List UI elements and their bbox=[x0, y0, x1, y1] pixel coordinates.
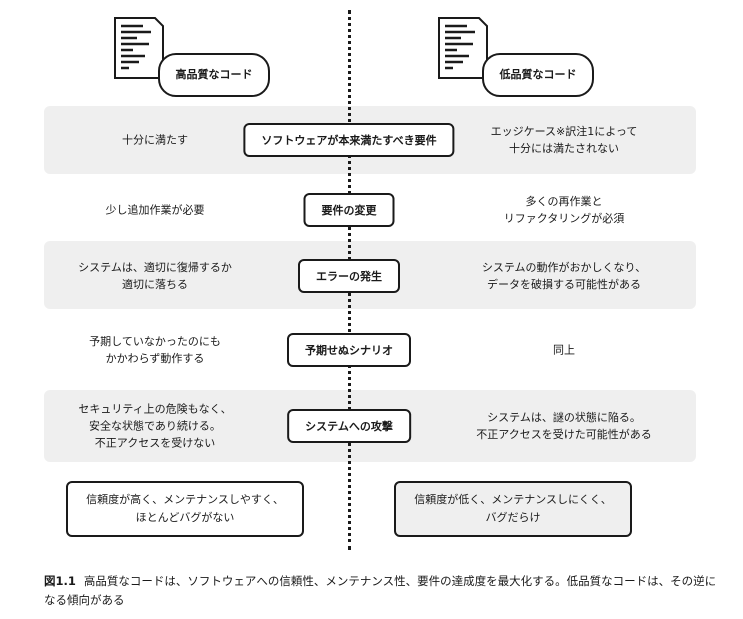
figure-number: 図1.1 bbox=[44, 574, 76, 588]
text-line: 信頼度が高く、メンテナンスしやすく、 bbox=[86, 493, 284, 506]
text-line: システムは、適切に復帰するか bbox=[78, 261, 232, 274]
center-label-error: エラーの発生 bbox=[298, 259, 400, 293]
high-quality-code-label: 高品質なコード bbox=[158, 53, 270, 97]
text-line: リファクタリングが必須 bbox=[503, 212, 625, 225]
text-line: 十分に満たす bbox=[122, 133, 188, 147]
right-text-row-3: システムの動作がおかしくなり、 データを破損する可能性がある bbox=[436, 259, 692, 293]
text-line: 十分には満たされない bbox=[509, 142, 619, 155]
right-text-row-5: システムは、謎の状態に陥る。 不正アクセスを受けた可能性がある bbox=[436, 409, 692, 443]
text-line: ほとんどバグがない bbox=[135, 511, 235, 524]
left-text-row-5: セキュリティ上の危険もなく、 安全な状態であり続ける。 不正アクセスを受けない bbox=[50, 401, 260, 452]
right-text-row-4: 同上 bbox=[436, 342, 692, 359]
text-line: データを破損する可能性がある bbox=[487, 278, 641, 291]
right-summary-box: 信頼度が低く、メンテナンスしにくく、 バグだらけ bbox=[394, 481, 632, 537]
left-text-row-1: 十分に満たす bbox=[50, 132, 260, 149]
text-line: 予期していなかったのにも bbox=[89, 335, 221, 348]
text-line: システムは、謎の状態に陥る。 bbox=[487, 411, 641, 424]
text-line: 安全な状態であり続ける。 bbox=[89, 419, 221, 433]
center-label-attack: システムへの攻撃 bbox=[287, 409, 411, 443]
text-line: バグだらけ bbox=[485, 511, 541, 524]
center-label-requirements: ソフトウェアが本来満たすべき要件 bbox=[243, 123, 455, 157]
text-line: 不正アクセスを受けた可能性がある bbox=[476, 428, 652, 441]
right-text-row-2: 多くの再作業と リファクタリングが必須 bbox=[436, 193, 692, 227]
text-line: セキュリティ上の危険もなく、 bbox=[78, 402, 232, 416]
left-text-row-4: 予期していなかったのにも かかわらず動作する bbox=[50, 333, 260, 367]
document-icon bbox=[438, 17, 488, 79]
left-summary-box: 信頼度が高く、メンテナンスしやすく、 ほとんどバグがない bbox=[66, 481, 304, 537]
text-line: 適切に落ちる bbox=[122, 278, 188, 291]
text-line: 多くの再作業と bbox=[525, 195, 603, 208]
caption-text: 高品質なコードは、ソフトウェアへの信頼性、メンテナンス性、要件の達成度を最大化す… bbox=[44, 574, 717, 607]
right-text-row-1: エッジケース※訳注1によって 十分には満たされない bbox=[436, 123, 692, 157]
center-label-unexpected-scenario: 予期せぬシナリオ bbox=[287, 333, 411, 367]
low-quality-code-label: 低品質なコード bbox=[482, 53, 594, 97]
left-text-row-2: 少し追加作業が必要 bbox=[50, 202, 260, 219]
text-line: 信頼度が低く、メンテナンスしにくく、 bbox=[414, 493, 612, 506]
center-label-requirement-change: 要件の変更 bbox=[303, 193, 395, 227]
left-text-row-3: システムは、適切に復帰するか 適切に落ちる bbox=[50, 259, 260, 293]
text-line: システムの動作がおかしくなり、 bbox=[481, 261, 647, 274]
text-line: かかわらず動作する bbox=[105, 352, 205, 365]
document-icon bbox=[114, 17, 164, 79]
text-line: 不正アクセスを受けない bbox=[94, 436, 216, 450]
text-line: 少し追加作業が必要 bbox=[105, 203, 205, 217]
text-line: 同上 bbox=[553, 343, 575, 357]
text-line: エッジケース※訳注1によって bbox=[490, 125, 638, 138]
